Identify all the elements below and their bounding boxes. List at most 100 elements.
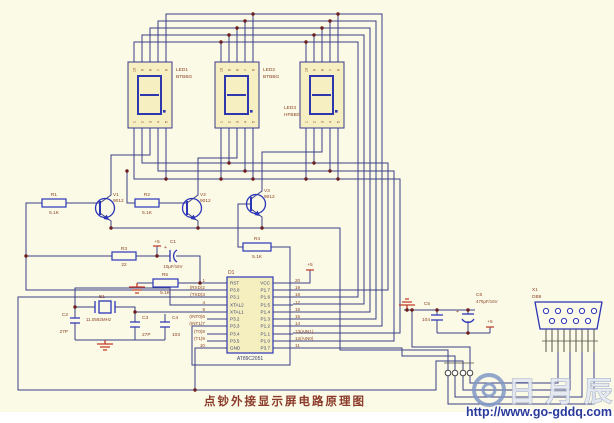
resistor-ref: R2 — [144, 192, 150, 198]
mcu-pin-name: P3.5 — [230, 339, 240, 344]
display-part: BTBBG — [176, 74, 193, 80]
display-pin-number: 3 — [149, 121, 153, 123]
mcu-pin-label: (INT0)6 — [189, 314, 205, 319]
plus5-label: +5 — [307, 262, 313, 268]
display-pin-number: 7 — [244, 69, 248, 71]
mcu-pin-name: P3.3 — [230, 324, 240, 329]
mcu-pins: RST1P3.0(RXD)2P3.1(TXD)3XTAL24XTAL15P3.2… — [189, 278, 313, 351]
resistor-value: 5.1K — [142, 210, 153, 216]
mcu-at89c2051: D1 AT89C2051 RST1P3.0(RXD)2P3.1(TXD)3XTA… — [189, 270, 313, 362]
transistors — [94, 193, 267, 220]
capacitor-c5 — [431, 314, 443, 321]
display-part: HFBBG — [284, 112, 301, 118]
display-pin-number: 5 — [337, 121, 341, 123]
display-pin-number: 5 — [165, 121, 169, 123]
link-connector — [444, 362, 474, 377]
seven-segment-displays: LED1 BTBBG LED2 BTBBG LED3 HFBBG — [127, 61, 345, 129]
display-pin-number: 9 — [141, 69, 145, 71]
wiring-mcu-left-nets — [17, 202, 471, 391]
ground-symbols — [97, 283, 415, 351]
capacitor-c4 — [160, 321, 170, 328]
mcu-pin-name: P1.0 — [261, 339, 271, 344]
display-pin-number: 5 — [252, 121, 256, 123]
resistor-value: 22 — [121, 262, 127, 268]
mcu-pin-label: 13(AIN1) — [295, 329, 314, 334]
mcu-ref: D1 — [228, 270, 235, 276]
capacitor-ref: C5 — [424, 301, 430, 307]
display-pin-number: 4 — [157, 121, 161, 123]
display-pin-number: 7 — [329, 69, 333, 71]
ground-reset — [129, 283, 145, 294]
db9-pin-sockets — [542, 307, 598, 325]
resistor-ref: R4 — [254, 236, 260, 242]
wiring-db9-nets — [447, 352, 595, 405]
resistor-r4 — [242, 242, 272, 252]
mcu-pin-label: 16 — [295, 307, 301, 312]
display-pin-number: 3 — [236, 121, 240, 123]
capacitor-c1-curved-plate — [173, 249, 178, 263]
wiring-power-rails — [293, 270, 491, 334]
display-pin-number: 6 — [165, 69, 169, 71]
resistor-value: 5.1K — [252, 254, 263, 260]
crystal-body — [98, 300, 112, 314]
resistor-value: 5.1K — [49, 210, 60, 216]
watermark-logo-inner — [481, 382, 497, 398]
capacitor-ref: C4 — [172, 315, 178, 321]
display-pin-number: 6 — [337, 69, 341, 71]
connector-ref: X1 — [532, 287, 538, 293]
resistor-r5 — [152, 278, 179, 288]
ground-crystal — [97, 340, 113, 351]
display-pin-number: 10 — [220, 68, 224, 72]
display-pin-number: 10 — [305, 68, 309, 72]
display-ref: LED1 — [176, 67, 188, 73]
display-pin-number: 9 — [313, 69, 317, 71]
schematic-caption: 点钞外接显示屏电路原理图 — [204, 394, 366, 408]
display-pin-number: 8 — [149, 69, 153, 71]
resistor-ref: R5 — [162, 272, 168, 278]
watermark-url: http://www.go-gddq.com — [466, 405, 612, 419]
display-pin-number: 6 — [252, 69, 256, 71]
capacitor-value: 470μF/16V — [476, 299, 498, 304]
mcu-pin-name: XTAL1 — [230, 310, 244, 315]
mcu-pin-label: 14 — [295, 321, 301, 326]
transistor-part: 9012 — [113, 198, 124, 204]
resistors — [41, 198, 272, 288]
mcu-pin-label: 10 — [200, 343, 206, 348]
resistor-ref: R3 — [121, 246, 127, 252]
display-led2 — [214, 61, 260, 129]
capacitor-ref: C1 — [170, 239, 176, 245]
polarity-plus: + — [456, 309, 459, 315]
display-pin-number: 2 — [141, 121, 145, 123]
display-ref: LED3 — [284, 105, 296, 111]
mcu-pin-name: P3.2 — [230, 317, 240, 322]
transistor-ref: V3 — [264, 188, 270, 194]
mcu-pin-label: 15 — [295, 314, 301, 319]
capacitor-value: 104 — [422, 317, 430, 323]
display-pin-number: 2 — [228, 121, 232, 123]
mcu-pin-label: 1 — [202, 278, 205, 283]
decimal-point — [250, 110, 253, 113]
mcu-pin-name: P1.7 — [261, 288, 271, 293]
mcu-pin-name: P3.1 — [230, 295, 240, 300]
mcu-pin-name: XTAL2 — [230, 303, 244, 308]
display-pin-number: 8 — [236, 69, 240, 71]
wiring-crystal-circuit — [74, 287, 207, 341]
bottom-white-strip — [0, 412, 614, 423]
transistor-ref: V1 — [113, 192, 119, 198]
mcu-pin-name: GND — [230, 346, 241, 351]
display-part: BTBBG — [263, 74, 280, 80]
mcu-pin-name: P1.2 — [261, 324, 271, 329]
mcu-pin-name: VCC — [260, 281, 270, 286]
plus5-symbols — [153, 245, 494, 328]
db9-shell — [534, 301, 603, 330]
capacitor-value: 10μF/16V — [163, 264, 182, 269]
db9-pin-leads — [542, 329, 598, 352]
watermark-logo-text: 日月辰 — [508, 376, 614, 407]
mcu-pin-label: 11 — [295, 343, 300, 348]
capacitor-value: 27P — [59, 329, 68, 335]
watermark: 日月辰 http://www.go-gddq.com — [465, 373, 614, 420]
crystal-value: 11.0592MHz — [86, 317, 112, 322]
display-pin-number: 10 — [133, 68, 137, 72]
